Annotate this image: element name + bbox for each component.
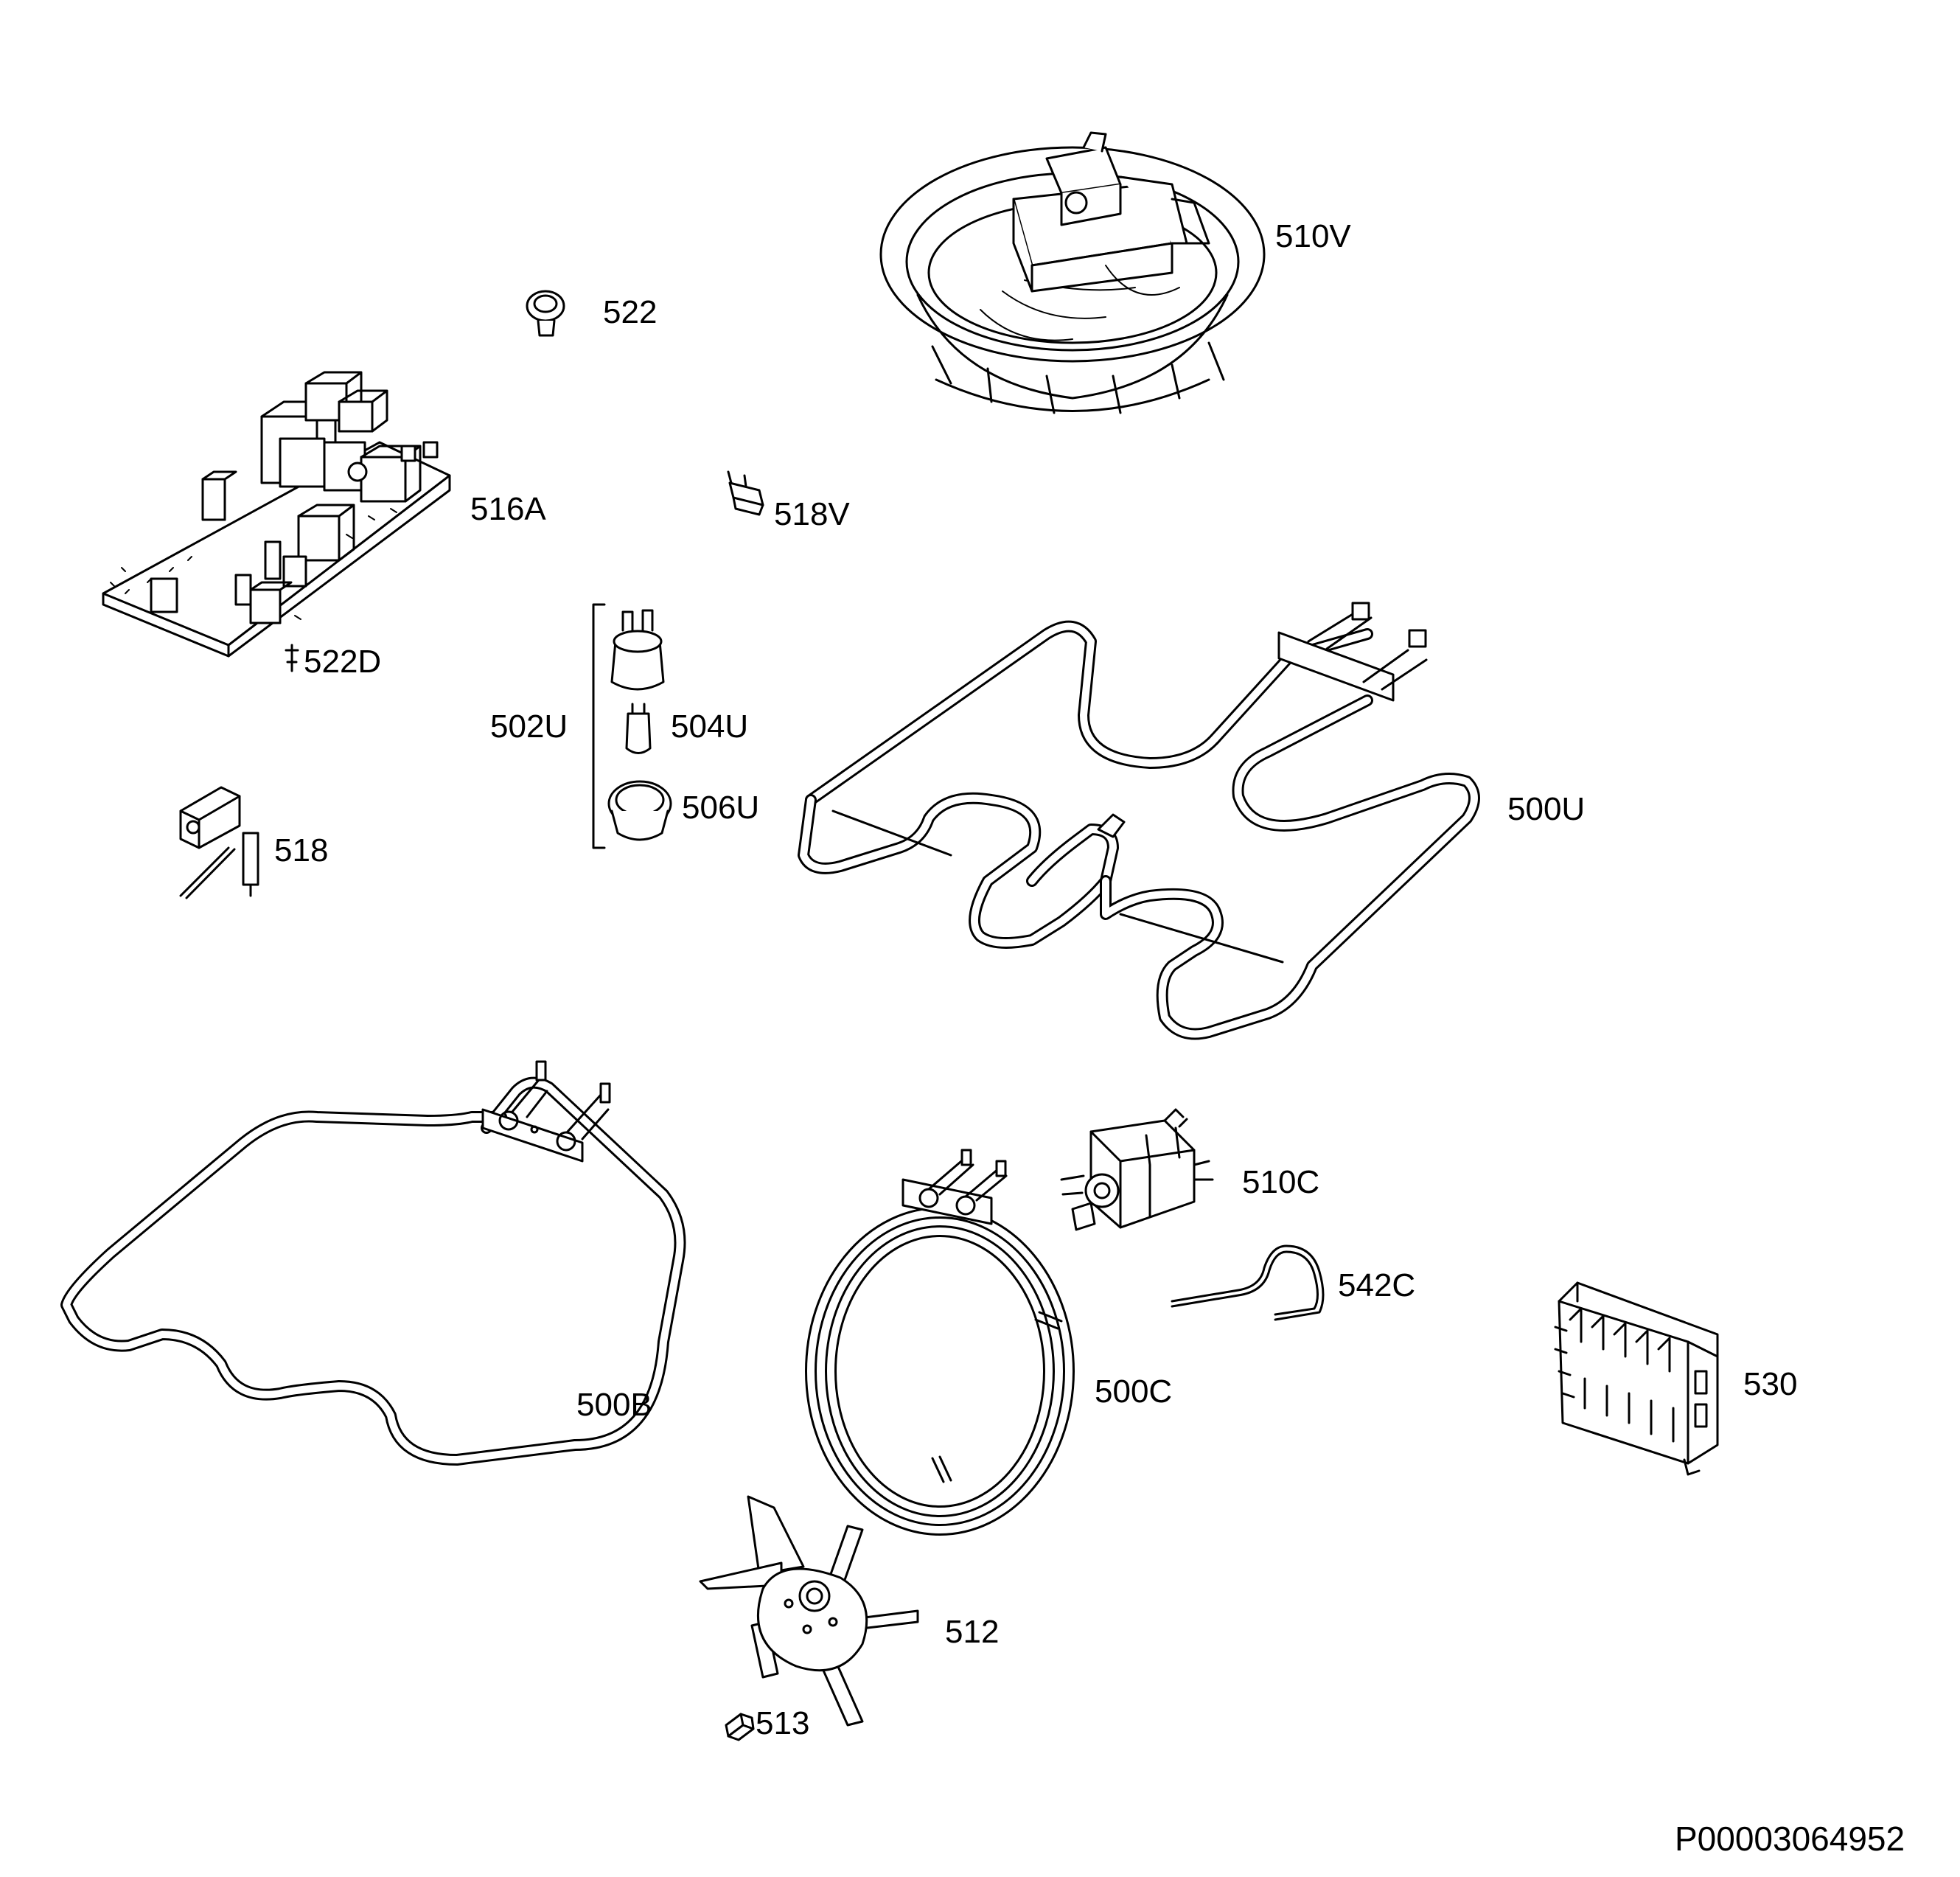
lamp-assembly-bracket-icon [592,603,606,849]
fan-blade-icon [699,1495,919,1727]
wire-spring-icon [1171,1244,1325,1321]
part-label-500c: 500C [1095,1373,1172,1410]
part-label-506u: 506U [682,790,759,826]
top-heating-element-icon [798,602,1480,1040]
circular-heating-element-icon [805,1149,1075,1536]
part-label-510c: 510C [1242,1164,1319,1200]
terminal-block-icon [1554,1281,1719,1476]
part-label-530: 530 [1743,1366,1797,1402]
part-label-522: 522 [603,294,657,330]
bottom-heating-element-icon [60,1060,686,1466]
part-label-512: 512 [945,1614,999,1650]
part-label-518v: 518V [774,496,850,532]
circuit-board-icon [102,371,451,658]
part-label-522d: 522D [304,644,381,680]
thermostat-icon [727,470,764,516]
cooling-fan-motor-icon [1060,1108,1214,1231]
part-label-500u: 500U [1507,791,1585,827]
part-label-513: 513 [756,1705,809,1741]
lamp-cover-icon [607,780,672,841]
part-label-516a: 516A [470,491,546,527]
fan-nut-icon [725,1713,755,1741]
cable-clamp-icon [526,290,565,337]
document-number: P00003064952 [1675,1819,1905,1858]
temperature-sensor-icon [179,786,259,899]
part-label-502u: 502U [490,708,568,745]
part-label-542c: 542C [1338,1267,1415,1303]
part-label-504u: 504U [671,708,748,745]
part-label-510v: 510V [1275,218,1351,254]
lamp-holder-icon [610,609,665,691]
part-label-518: 518 [274,832,328,868]
part-label-500b: 500B [576,1387,652,1423]
lamp-bulb-icon [625,703,652,754]
board-clip-icon [285,644,299,672]
convection-fan-motor-assembly-icon [879,131,1266,414]
